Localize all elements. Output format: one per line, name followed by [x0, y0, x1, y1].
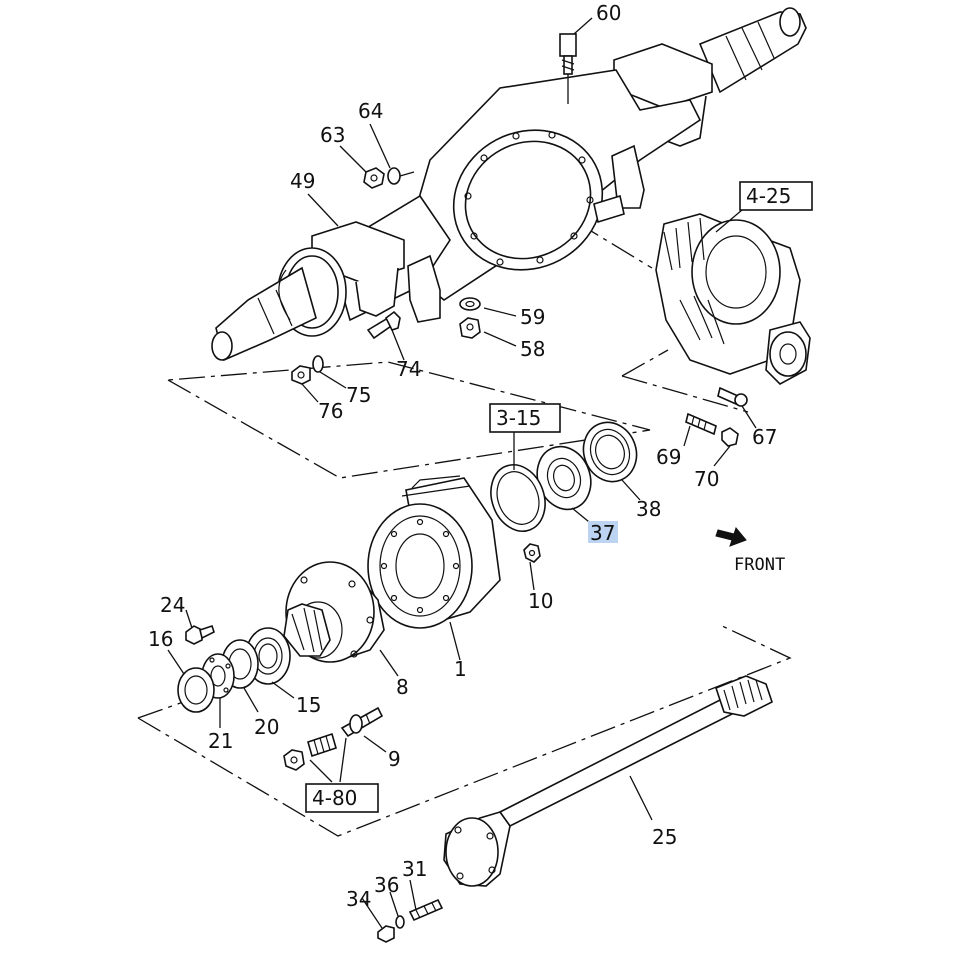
- callout-34-label: 34: [346, 887, 371, 911]
- callout-58-label: 58: [520, 337, 545, 361]
- callout-70[interactable]: 70: [694, 467, 719, 491]
- callout-60-label: 60: [596, 1, 621, 25]
- ref-box-3-15[interactable]: 3-15: [489, 403, 561, 433]
- callout-37-label: 37: [590, 521, 615, 545]
- part-9-hub-bolt: [340, 706, 384, 738]
- callout-8-label: 8: [396, 675, 409, 699]
- callout-38-label: 38: [636, 497, 661, 521]
- part-37-bearing: [536, 445, 592, 511]
- callout-1[interactable]: 1: [454, 657, 467, 681]
- callout-60[interactable]: 60: [596, 1, 621, 25]
- leader-lines: [167, 17, 757, 929]
- callout-38[interactable]: 38: [636, 497, 661, 521]
- callout-74-label: 74: [396, 357, 421, 381]
- callout-15[interactable]: 15: [296, 693, 321, 717]
- part-3-15-seal-ring: [490, 464, 546, 532]
- part-38-oil-seal: [582, 421, 638, 483]
- callout-67-label: 67: [752, 425, 777, 449]
- part-58-59-nut-washer: [459, 297, 481, 339]
- callout-1-label: 1: [454, 657, 467, 681]
- axle-housing: [211, 7, 807, 362]
- callout-37-highlight: [588, 521, 618, 543]
- callout-64[interactable]: 64: [358, 99, 383, 123]
- callout-16[interactable]: 16: [148, 627, 173, 651]
- part-4-80-stud-nut: [283, 732, 337, 771]
- drum-bolt-holes: [380, 518, 460, 614]
- callout-24[interactable]: 24: [160, 593, 185, 617]
- callout-25[interactable]: 25: [652, 825, 677, 849]
- callout-21[interactable]: 21: [208, 729, 233, 753]
- part-74-bolt: [366, 310, 401, 340]
- part-24-bolt: [185, 624, 215, 645]
- part-63-64-nut-washer: [363, 167, 415, 189]
- ref-box-4-25[interactable]: 4-25: [739, 181, 813, 211]
- callout-63-label: 63: [320, 123, 345, 147]
- callout-20-label: 20: [254, 715, 279, 739]
- part-8-wheel-hub: [283, 561, 385, 663]
- part-16-hub-cap: [177, 667, 215, 713]
- assembly-frame-lower: [137, 623, 792, 837]
- callout-59[interactable]: 59: [520, 305, 545, 329]
- callout-36[interactable]: 36: [374, 873, 399, 897]
- callout-31[interactable]: 31: [402, 857, 427, 881]
- callout-76-label: 76: [318, 399, 343, 423]
- front-indicator: FRONT: [715, 526, 785, 575]
- front-label: FRONT: [734, 555, 785, 575]
- ref-box-4-25-label: 4-25: [746, 184, 791, 208]
- callout-64-label: 64: [358, 99, 383, 123]
- callout-36-label: 36: [374, 873, 399, 897]
- callout-70-label: 70: [694, 467, 719, 491]
- callout-10[interactable]: 10: [528, 589, 553, 613]
- callout-24-label: 24: [160, 593, 185, 617]
- callout-74[interactable]: 74: [396, 357, 421, 381]
- differential-carrier: [655, 213, 811, 385]
- front-arrow-icon: [715, 526, 747, 547]
- callout-49[interactable]: 49: [290, 169, 315, 193]
- banjo-bolt-holes: [464, 131, 594, 266]
- part-31-34-36-stud-nut: [377, 898, 444, 943]
- callout-75[interactable]: 75: [346, 383, 371, 407]
- callout-9-label: 9: [388, 747, 401, 771]
- callout-16-label: 16: [148, 627, 173, 651]
- part-10-nut: [523, 543, 541, 563]
- callout-63[interactable]: 63: [320, 123, 345, 147]
- ref-box-4-80-label: 4-80: [312, 786, 357, 810]
- callout-49-label: 49: [290, 169, 315, 193]
- callout-25-label: 25: [652, 825, 677, 849]
- callout-76[interactable]: 76: [318, 399, 343, 423]
- part-1-brake-drum: [367, 475, 501, 629]
- ref-box-3-15-label: 3-15: [496, 406, 541, 430]
- ref-box-4-80[interactable]: 4-80: [305, 783, 379, 813]
- callout-8[interactable]: 8: [396, 675, 409, 699]
- callout-75-label: 75: [346, 383, 371, 407]
- callout-34[interactable]: 34: [346, 887, 371, 911]
- callout-21-label: 21: [208, 729, 233, 753]
- callout-69[interactable]: 69: [656, 445, 681, 469]
- callout-10-label: 10: [528, 589, 553, 613]
- callout-58[interactable]: 58: [520, 337, 545, 361]
- part-75-76-washer-nut: [291, 355, 324, 385]
- callout-67[interactable]: 67: [752, 425, 777, 449]
- part-60-breather: [559, 33, 577, 104]
- part-25-axle-shaft: [443, 675, 773, 887]
- callout-59-label: 59: [520, 305, 545, 329]
- part-67-69-70-stud-bolt-nut: [685, 386, 748, 447]
- callout-20[interactable]: 20: [254, 715, 279, 739]
- assembly-frame-diff: [621, 349, 749, 413]
- callout-9[interactable]: 9: [388, 747, 401, 771]
- callout-15-label: 15: [296, 693, 321, 717]
- callout-69-label: 69: [656, 445, 681, 469]
- callout-31-label: 31: [402, 857, 427, 881]
- callout-37[interactable]: 37: [588, 521, 618, 545]
